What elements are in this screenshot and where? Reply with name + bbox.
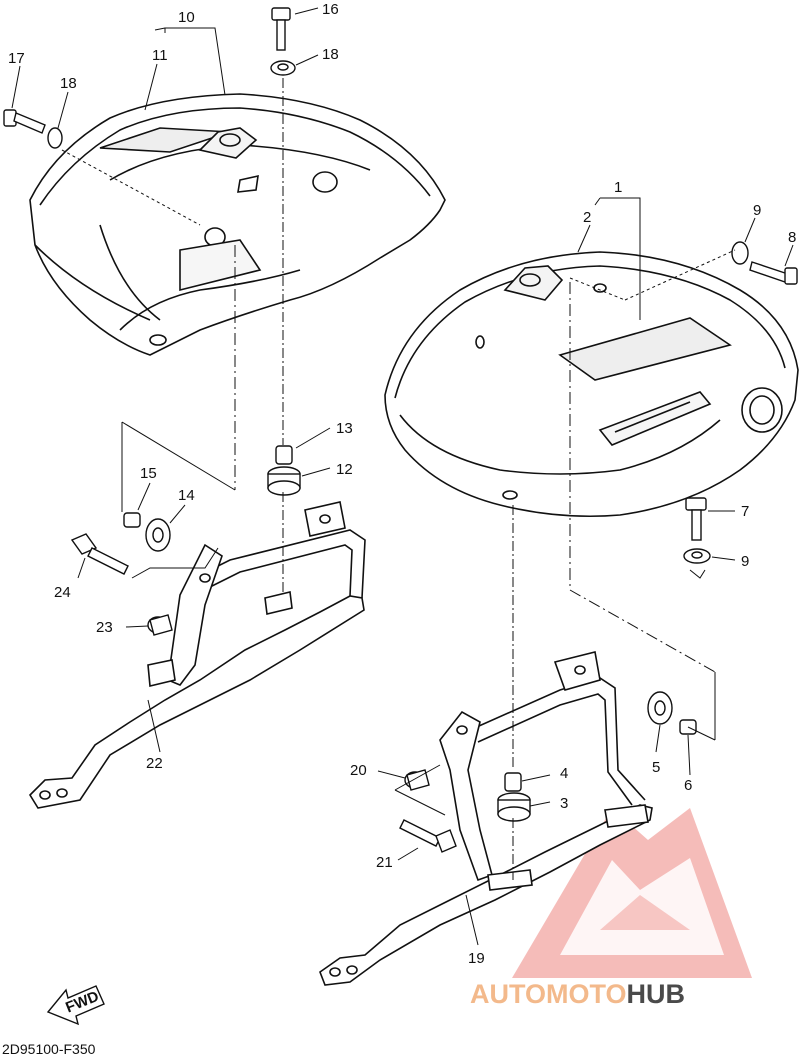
svg-text:AUTOMOTOHUB: AUTOMOTOHUB bbox=[470, 979, 685, 1009]
part-21-label: 21 bbox=[376, 854, 393, 871]
part-4-label: 4 bbox=[560, 765, 568, 782]
part-23-label: 23 bbox=[96, 619, 113, 636]
wordmark-automoto: AUTOMOTO bbox=[470, 979, 627, 1009]
wordmark-hub: HUB bbox=[627, 979, 686, 1009]
part-2-label: 2 bbox=[583, 209, 591, 226]
part-14-label: 14 bbox=[178, 487, 195, 504]
part-10-label: 10 bbox=[178, 9, 195, 26]
left-bracket-stay bbox=[28, 501, 366, 809]
part-12-label: 12 bbox=[336, 461, 353, 478]
part-22-label: 22 bbox=[146, 755, 163, 772]
part-13-label: 13 bbox=[336, 420, 353, 437]
part-1-label: 1 bbox=[614, 179, 622, 196]
automotohub-wordmark: AUTOMOTOHUB bbox=[470, 979, 685, 1009]
leader-lines bbox=[11, 7, 794, 946]
part-11-label: 11 bbox=[152, 47, 168, 64]
part-5-label: 5 bbox=[652, 759, 660, 776]
automotohub-logo bbox=[512, 808, 752, 978]
part-17-label: 17 bbox=[8, 50, 25, 67]
part-16-label: 16 bbox=[322, 1, 339, 18]
part-18-top-label: 18 bbox=[322, 46, 339, 63]
part-9-upper-label: 9 bbox=[753, 202, 761, 219]
part-20-label: 20 bbox=[350, 762, 367, 779]
small-parts bbox=[3, 7, 798, 853]
part-9-lower-label: 9 bbox=[741, 553, 749, 570]
right-bracket-stay bbox=[319, 651, 653, 986]
callout-labels: 1 2 3 4 5 6 7 8 9 9 10 11 12 13 14 15 16… bbox=[8, 1, 796, 967]
part-6-label: 6 bbox=[684, 777, 692, 794]
part-19-label: 19 bbox=[468, 950, 485, 967]
left-saddlebag bbox=[29, 93, 446, 356]
right-saddlebag bbox=[384, 251, 799, 518]
part-7-label: 7 bbox=[741, 503, 749, 520]
part-18-left-label: 18 bbox=[60, 75, 77, 92]
part-24-label: 24 bbox=[54, 584, 71, 601]
fwd-direction-arrow: FWD bbox=[46, 985, 105, 1026]
part-3-label: 3 bbox=[560, 795, 568, 812]
diagram-code: 2D95100-F350 bbox=[2, 1041, 96, 1057]
part-8-label: 8 bbox=[788, 229, 796, 246]
part-15-label: 15 bbox=[140, 465, 157, 482]
